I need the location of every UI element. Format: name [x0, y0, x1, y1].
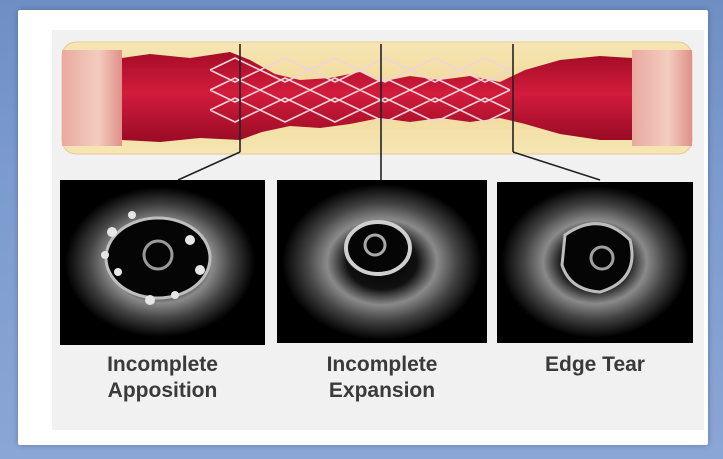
connector-1: [178, 152, 240, 180]
label-incomplete-apposition: Incomplete Apposition: [60, 352, 265, 404]
ivus-image-apposition: [60, 180, 265, 345]
connector-3: [513, 152, 600, 180]
vessel-left-end: [62, 50, 122, 146]
ivus-image-expansion: [277, 180, 487, 343]
label-edge-tear: Edge Tear: [497, 352, 693, 378]
vessel: [62, 42, 692, 154]
label-incomplete-expansion: Incomplete Expansion: [277, 352, 487, 404]
ivus-image-edge-tear: [497, 182, 693, 343]
vessel-right-end: [632, 50, 692, 146]
